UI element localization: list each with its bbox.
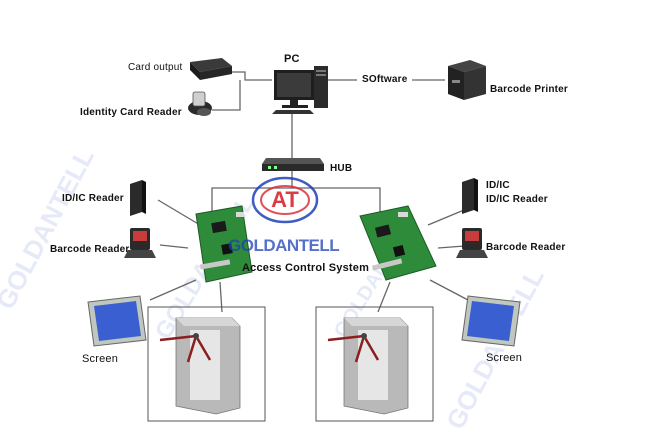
software-label: SOftware (362, 74, 408, 85)
left-barcode-reader-icon (124, 228, 156, 258)
access-control-system-label: Access Control System (242, 262, 370, 274)
right-barcode-reader-label: Barcode Reader (486, 242, 566, 253)
hub-label: HUB (330, 163, 353, 174)
right-controller-board-icon (359, 205, 437, 281)
left-barcode-reader-label: Barcode Reader (50, 244, 130, 255)
hub-icon (262, 158, 324, 171)
card-output-device-icon (190, 58, 232, 80)
left-screen-label: Screen (82, 353, 119, 365)
access-control-diagram: GOLDANTELL GOLDANTELL GOLDANTELL GOLDANT… (0, 53, 569, 434)
goldantell-logo-watermark: AT (251, 176, 319, 224)
left-id-ic-reader-icon (130, 180, 146, 216)
barcode-printer-icon (448, 60, 486, 100)
barcode-printer-label: Barcode Printer (490, 84, 569, 95)
card-output-label: Card output (128, 62, 183, 73)
identity-card-reader-icon (188, 91, 212, 116)
right-barcode-reader-icon (456, 228, 488, 258)
left-screen-icon (87, 295, 147, 347)
right-id-ic-label-line1: ID/IC (486, 180, 510, 191)
right-screen-label: Screen (486, 352, 523, 364)
right-id-ic-reader-label: ID/IC Reader (486, 194, 548, 205)
left-id-ic-reader-label: ID/IC Reader (62, 193, 124, 204)
right-turnstile-frame (315, 306, 434, 422)
right-id-ic-reader-icon (462, 178, 478, 214)
diagram-canvas: AT (87, 58, 521, 422)
brand-watermark: GOLDANTELL (228, 236, 340, 255)
right-turnstile-icon (327, 317, 409, 415)
pc-label: PC (284, 53, 300, 65)
left-turnstile-icon (159, 317, 241, 415)
logo-letters: AT (271, 187, 299, 212)
pc-icon (272, 66, 328, 114)
left-turnstile-frame (147, 306, 266, 422)
right-screen-icon (461, 295, 521, 347)
identity-card-reader-label: Identity Card Reader (80, 107, 182, 118)
left-controller-board-icon (195, 205, 253, 283)
